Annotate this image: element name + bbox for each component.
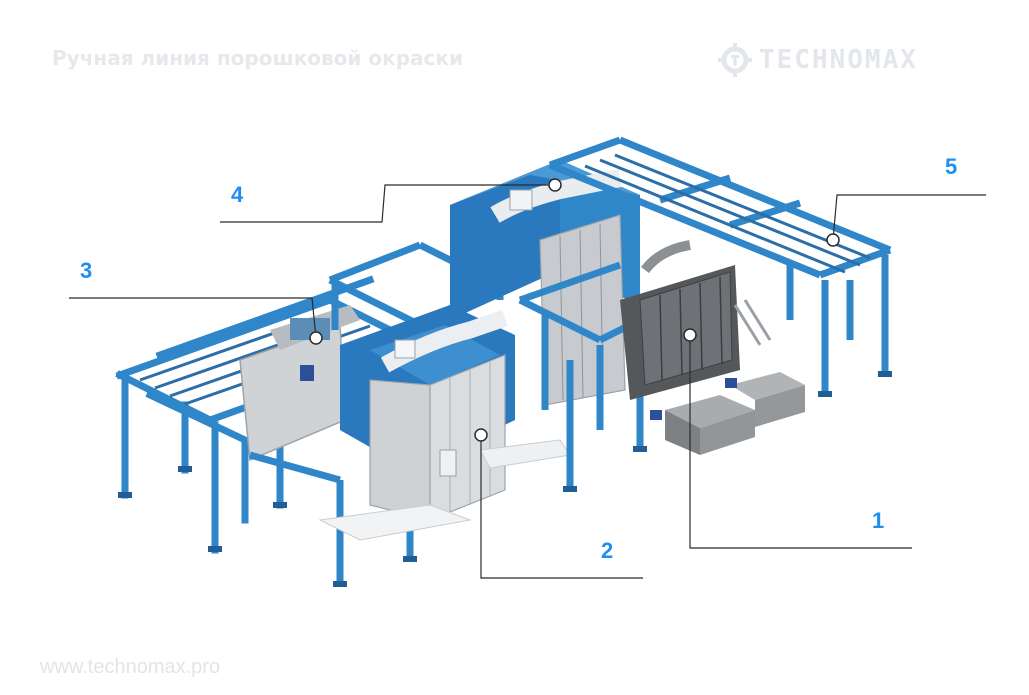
callout-number-5: 5 [945,154,958,179]
callout-leader-4 [220,184,555,223]
gear-icon [718,43,752,77]
website-url: www.technomax.pro [40,656,221,678]
logo-text: TECHNOMAX [759,45,918,75]
curing-oven [450,160,640,406]
callout-number-4: 4 [231,182,244,207]
callout-leader-1 [689,335,912,549]
callout-marker-4 [548,178,562,192]
callout-leader-3 [69,297,317,339]
callout-leaders [69,184,986,579]
callout-marker-2 [474,428,488,442]
callout-marker-1 [683,328,697,342]
callout-number-2: 2 [601,538,614,563]
callout-leader-5 [832,194,986,241]
powder-booth [318,305,571,541]
callout-number-3: 3 [80,258,93,283]
callout-marker-3 [309,331,323,345]
technomax-logo: TECHNOMAX [717,40,918,80]
page-title: Ручная линия порошковой окраски [52,46,463,70]
callout-number-1: 1 [872,508,885,533]
washer-tunnel [620,240,772,400]
callout-leader-2 [480,435,643,579]
callout-marker-5 [826,233,840,247]
washer-tanks [650,372,805,455]
callout-markers [309,178,840,442]
